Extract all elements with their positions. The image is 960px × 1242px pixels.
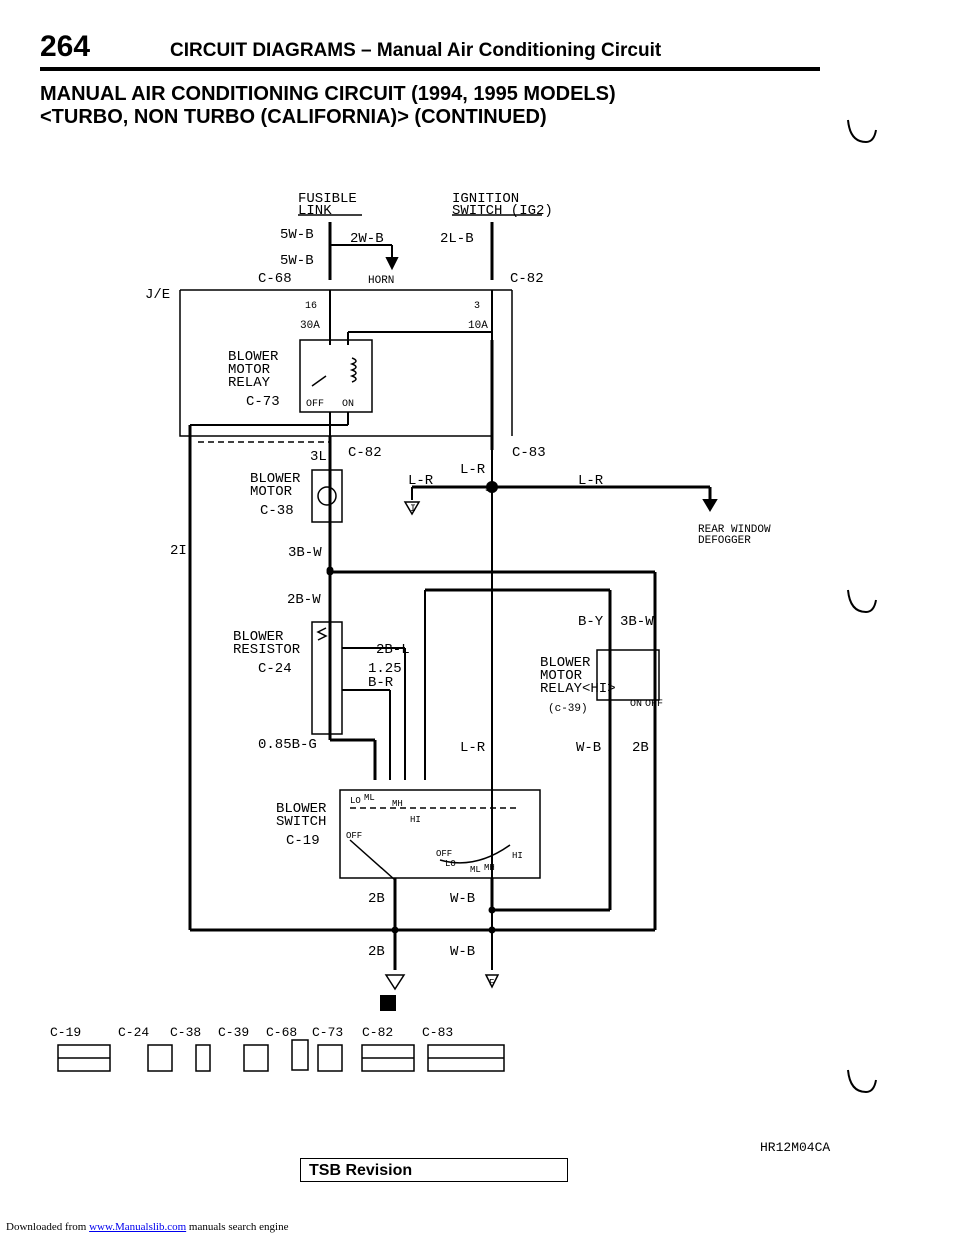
legend-c73: C-73	[312, 1025, 343, 1040]
wire-lr-left: L-R	[408, 473, 434, 489]
switch-hi: HI	[410, 815, 421, 825]
relay-on: ON	[342, 399, 354, 410]
fusible-link-label-1: FUSIBLE	[298, 191, 357, 207]
wire-085bg: 0.85B-G	[258, 737, 317, 753]
wire-2wb: 2W-B	[350, 231, 384, 247]
blower-resistor-label-1: BLOWER	[233, 629, 284, 645]
wire-3bw-left: 3B-W	[288, 545, 322, 561]
fuse3-number: 3	[474, 301, 480, 312]
ignition-switch-label-2: SWITCH (IG2)	[452, 203, 553, 219]
ground-symbol: 5	[383, 998, 390, 1012]
wire-5wb-lower: 5W-B	[280, 253, 314, 269]
connector-c83: C-83	[512, 445, 546, 461]
tsb-revision-box: TSB Revision	[300, 1158, 568, 1182]
relay-off: OFF	[306, 399, 324, 410]
legend-c39: C-39	[218, 1025, 249, 1040]
download-footer: Downloaded from www.Manualslib.com manua…	[6, 1221, 288, 1233]
rear-defogger-label-2: DEFOGGER	[698, 535, 751, 547]
wire-2b-switch: 2B	[368, 891, 385, 907]
blower-relay-hi-label-3: RELAY<HI>	[540, 681, 616, 697]
switch-lo-2: LO	[445, 859, 456, 869]
tsb-revision-label: TSB Revision	[309, 1162, 413, 1179]
blower-switch-label-1: BLOWER	[276, 801, 327, 817]
blower-relay-label-3: RELAY	[228, 375, 271, 391]
wire-125-2: B-R	[368, 675, 394, 691]
section-title-line2: <TURBO, NON TURBO (CALIFORNIA)> (CONTINU…	[40, 106, 547, 128]
fusible-link-label-2: LINK	[298, 203, 332, 219]
switch-off-2: OFF	[436, 849, 452, 859]
section-title: MANUAL AIR CONDITIONING CIRCUIT (1994, 1…	[40, 83, 616, 129]
switch-lo: LO	[350, 796, 361, 806]
connector-c73: C-73	[246, 394, 280, 410]
wire-lr-mid: L-R	[460, 462, 486, 478]
connector-c39: (c-39)	[548, 703, 588, 715]
switch-hi-2: HI	[512, 851, 523, 861]
switch-off: OFF	[346, 831, 362, 841]
section-title-line1: MANUAL AIR CONDITIONING CIRCUIT (1994, 1…	[40, 83, 616, 105]
ground-f: F	[489, 978, 494, 988]
legend-c24: C-24	[118, 1025, 149, 1040]
blower-relay-label-1: BLOWER	[228, 349, 279, 365]
blower-switch-label-2: SWITCH	[276, 814, 326, 830]
blower-motor-label-2: MOTOR	[250, 484, 293, 500]
wire-3l: 3L	[310, 449, 327, 465]
blower-relay-hi-label-1: BLOWER	[540, 655, 591, 671]
switch-ml-2: ML	[470, 865, 481, 875]
relay-hi-on: ON	[630, 699, 642, 710]
figure-code: HR12M04CA	[760, 1140, 831, 1155]
switch-mh-2: MH	[484, 863, 495, 873]
connector-c24: C-24	[258, 661, 292, 677]
legend-c19: C-19	[50, 1025, 81, 1040]
ground-i: I	[410, 504, 416, 515]
wire-wb-ground: W-B	[450, 944, 475, 960]
blower-resistor-label-2: RESISTOR	[233, 642, 301, 658]
page-number: 264	[40, 30, 91, 63]
je-label: J/E	[145, 287, 170, 303]
wire-2bw: 2B-W	[287, 592, 321, 608]
footer-prefix: Downloaded from	[6, 1221, 87, 1233]
relay-hi-off: OFF	[645, 699, 663, 710]
ignition-switch-label-1: IGNITION	[452, 191, 519, 207]
wire-125-1: 1.25	[368, 661, 402, 677]
wire-5wb-upper: 5W-B	[280, 227, 314, 243]
footer-suffix: manuals search engine	[188, 1221, 289, 1233]
wire-2b-right: 2B	[632, 740, 649, 756]
wire-2b-ground: 2B	[368, 944, 385, 960]
connector-c19: C-19	[286, 833, 320, 849]
side-mark: 2I	[170, 543, 187, 559]
switch-mh: MH	[392, 799, 403, 809]
splice-36: 36	[485, 485, 495, 494]
legend-c68: C-68	[266, 1025, 297, 1040]
switch-ml: ML	[364, 793, 375, 803]
page-header-title: CIRCUIT DIAGRAMS – Manual Air Conditioni…	[170, 40, 662, 61]
wire-wb-switch: W-B	[450, 891, 475, 907]
legend-c82: C-82	[362, 1025, 393, 1040]
manualslib-link[interactable]: www.Manualslib.com	[89, 1221, 187, 1233]
wire-wb-right: W-B	[576, 740, 601, 756]
wire-2lb: 2L-B	[440, 231, 474, 247]
wire-3bw-right: 3B-W	[620, 614, 654, 630]
wire-lr-lower: L-R	[460, 740, 486, 756]
connector-c82-mid: C-82	[348, 445, 382, 461]
legend-c38: C-38	[170, 1025, 201, 1040]
horn-label: HORN	[368, 275, 394, 287]
blower-relay-hi-label-2: MOTOR	[540, 668, 583, 684]
blower-relay-label-2: MOTOR	[228, 362, 271, 378]
connector-c68: C-68	[258, 271, 292, 287]
fuse16-rating: 30A	[300, 320, 320, 332]
blower-motor-label-1: BLOWER	[250, 471, 301, 487]
wire-2bl: 2B-L	[376, 642, 410, 658]
legend-c83: C-83	[422, 1025, 453, 1040]
rear-defogger-label-1: REAR WINDOW	[698, 524, 771, 536]
header-rule	[40, 67, 820, 71]
fuse16-number: 16	[305, 301, 317, 312]
connector-c82-top: C-82	[510, 271, 544, 287]
connector-c38: C-38	[260, 503, 294, 519]
wire-by: B-Y	[578, 614, 604, 630]
fuse3-rating: 10A	[468, 320, 488, 332]
wire-lr-right: L-R	[578, 473, 604, 489]
